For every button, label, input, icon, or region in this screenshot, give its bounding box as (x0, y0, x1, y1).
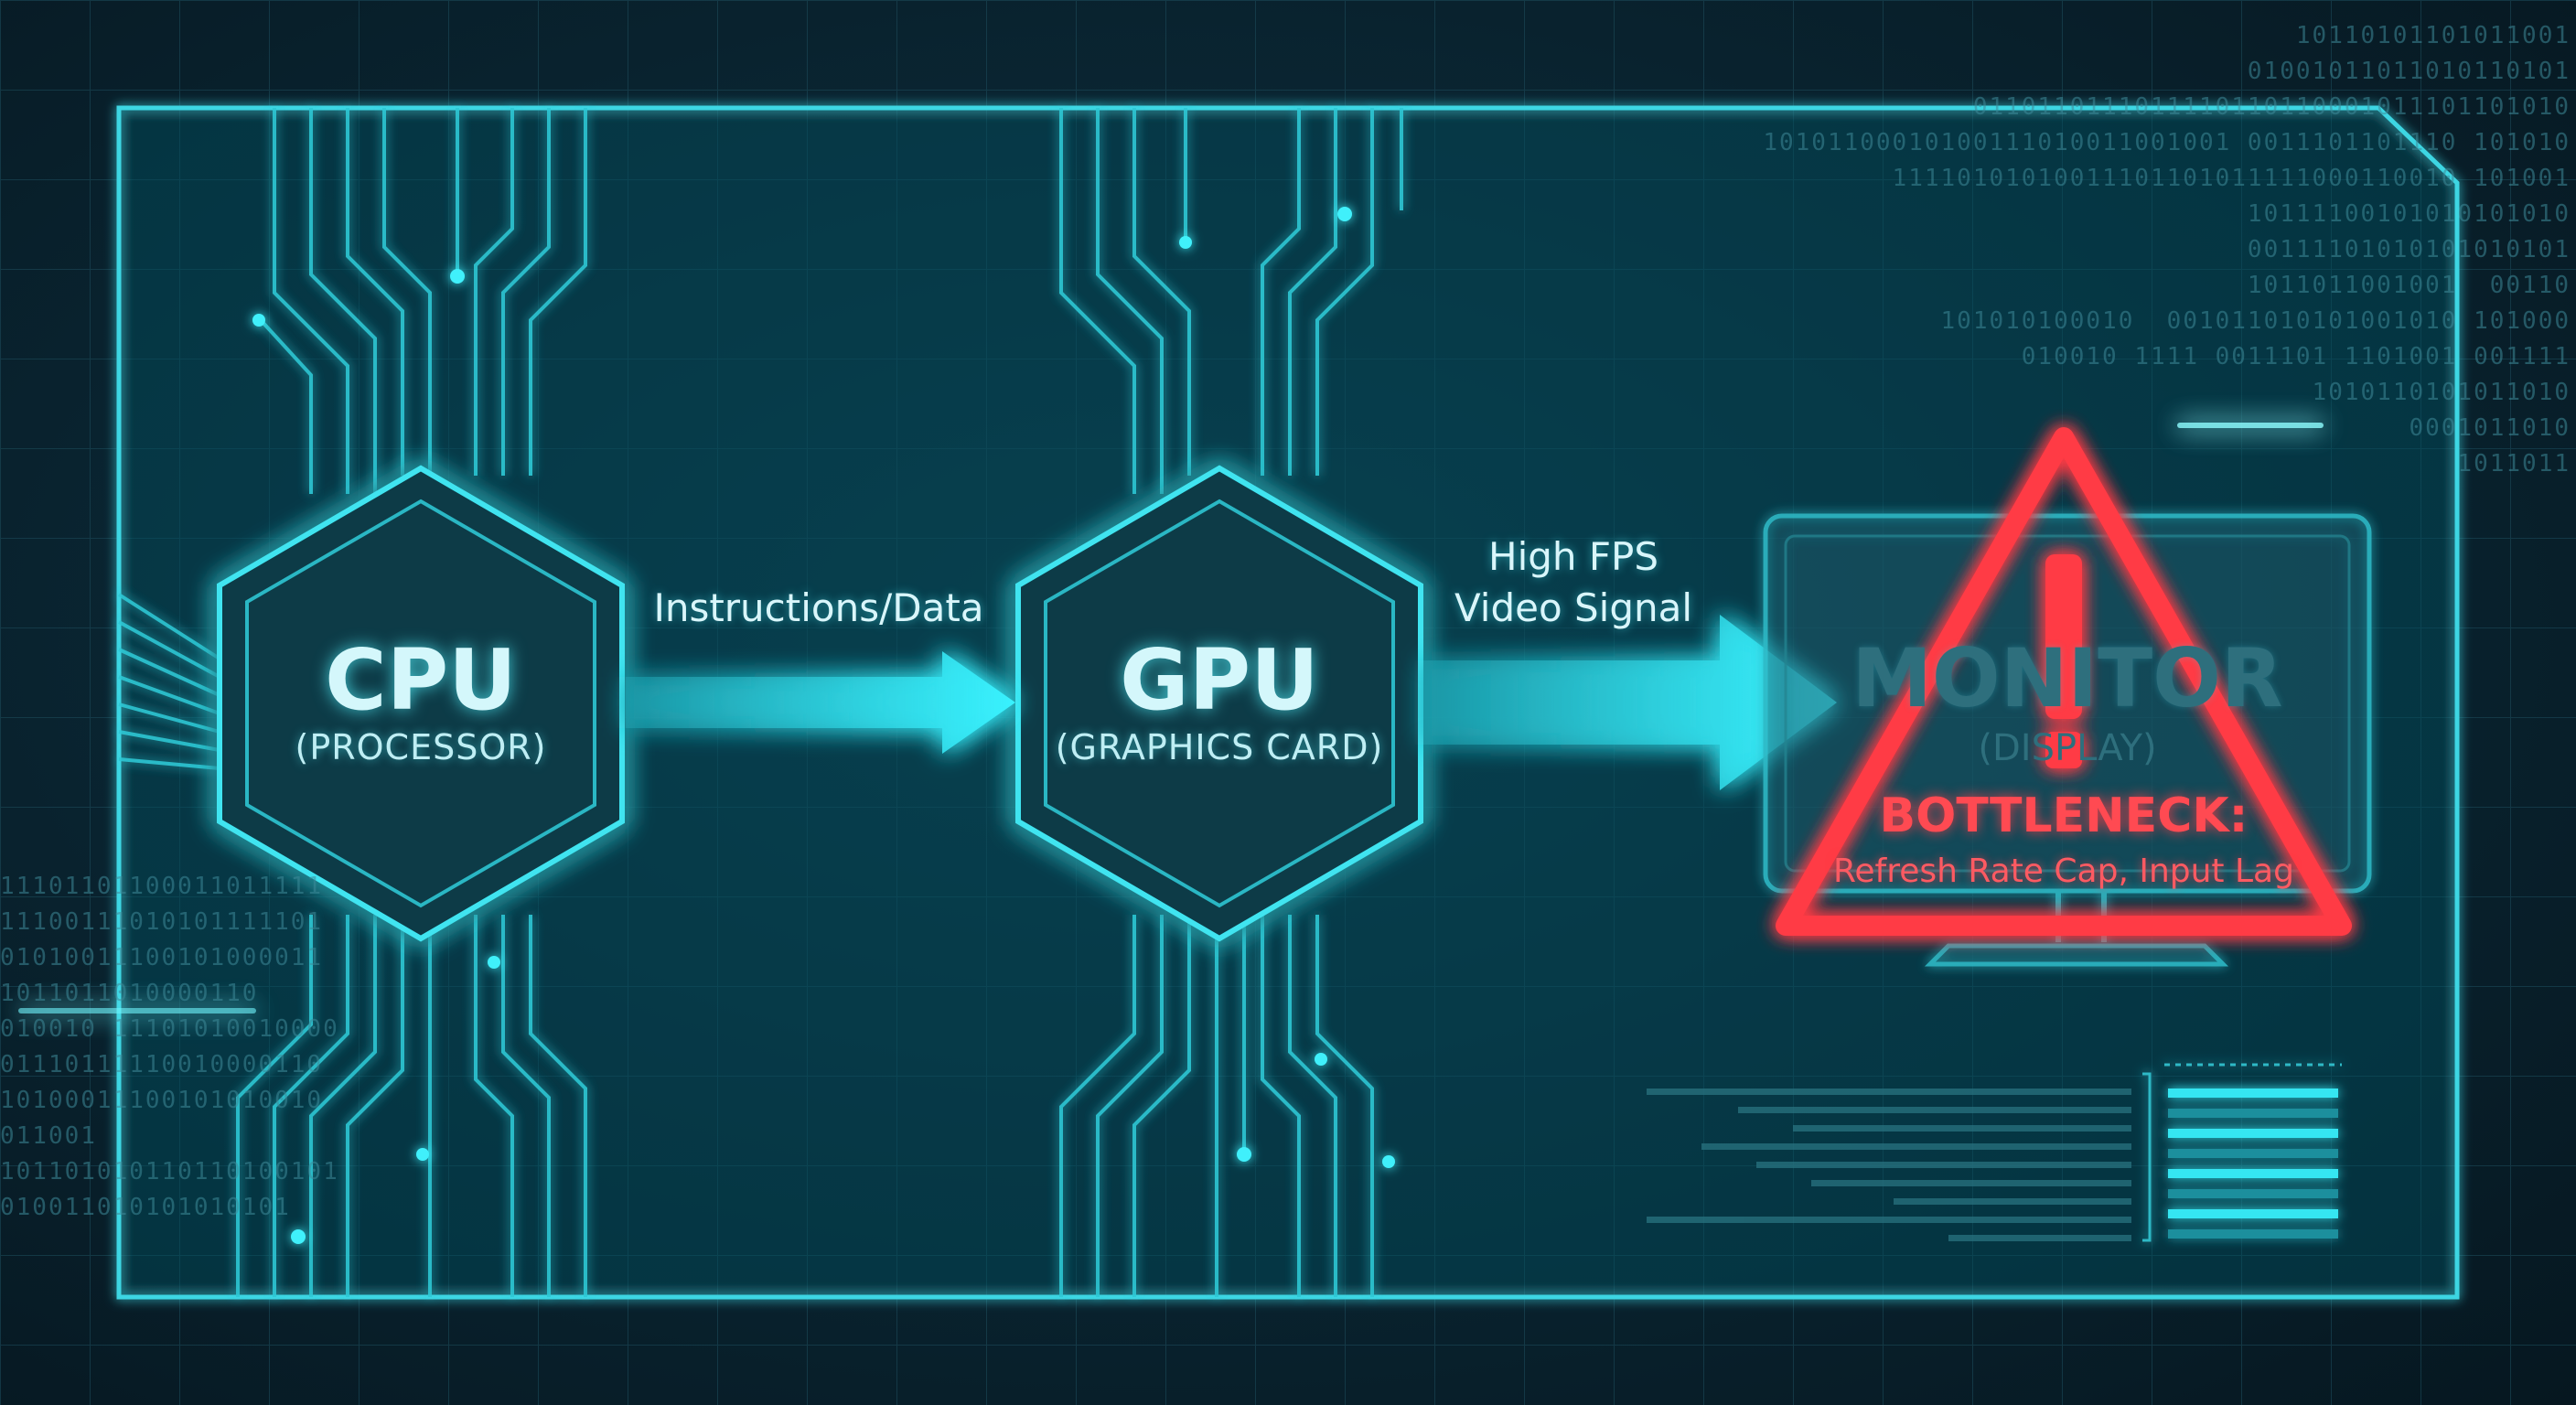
monitor-title: MONITOR (1852, 631, 2283, 725)
binary-line: 01010011100101000011 (0, 944, 324, 971)
monitor-subtitle: (DISPLAY) (1978, 727, 2157, 769)
binary-line: 1011011010000110 (0, 980, 259, 1007)
gpu-circuit-traces (1059, 108, 1403, 1297)
binary-line: 1010110101011010 (2312, 379, 2571, 406)
binary-line: 01110111110010000110 (0, 1051, 324, 1078)
bottleneck-detail: Refresh Rate Cap, Input Lag (1833, 853, 2294, 890)
gpu-circuit-nodes (1179, 207, 1395, 1168)
cpu-subtitle: (PROCESSOR) (295, 727, 547, 767)
binary-line: 10101100010100111010011001001 0011101101… (1763, 129, 2571, 156)
binary-line: 00111101010101010101 (2247, 236, 2571, 263)
binary-line: 101010100010 001011010101001010 101000 (1940, 307, 2571, 335)
binary-line: 10111100101010101010 (2247, 200, 2571, 228)
edge-label-gpu-monitor-line1: High FPS (1487, 534, 1659, 579)
cpu-circuit-nodes (252, 269, 500, 1244)
data-bars-panel (2142, 1063, 2342, 1242)
binary-line: 0001011010 (2409, 414, 2571, 442)
binary-text-bottom-left: 11101101100011011111 11100111010101111101… (0, 869, 732, 1217)
binary-line: 0110110111011110110110001011101101010 (1972, 93, 2571, 121)
binary-line: 010010 11101010010000 (0, 1015, 339, 1043)
data-lines-panel (1647, 1089, 2131, 1241)
binary-line: 010011010101010101 (0, 1194, 291, 1217)
binary-line: 10100011100101010010 (0, 1087, 324, 1114)
arrow-cpu-to-gpu (626, 651, 1015, 754)
arrow-gpu-to-monitor (1423, 615, 1837, 790)
binary-line: 1011011001001 00110 (2247, 272, 2571, 299)
edge-label-gpu-monitor-line2: Video Signal (1454, 585, 1693, 630)
binary-line: 01001011011010110101 (2247, 58, 2571, 85)
light-streaks (18, 423, 2324, 1014)
binary-text-top-right: 10110101101011001 01001011011010110101 011… (1619, 18, 2571, 585)
edge-label-cpu-gpu: Instructions/Data (653, 585, 984, 630)
binary-line: 11110101010011101101011111000110010 1010… (1892, 165, 2571, 192)
binary-line: 10110101101011001 (2295, 22, 2571, 49)
gpu-node-hexagon (1015, 465, 1423, 942)
bottleneck-title: BOTTLENECK: (1879, 788, 2249, 843)
binary-line: 101101010110110100101 (0, 1158, 339, 1185)
cpu-node-hexagon (217, 465, 625, 942)
cpu-title: CPU (325, 631, 517, 729)
binary-line: 010010 1111 0011101 1101001 001111 (2021, 343, 2571, 370)
binary-line: 11101101100011011111 (0, 873, 324, 900)
binary-line: 11100111010101111101 (0, 908, 324, 936)
gpu-title: GPU (1120, 631, 1319, 729)
binary-line: 1011011 (2457, 450, 2571, 477)
warning-triangle-icon (1776, 427, 2352, 936)
binary-line: 011001 (0, 1122, 97, 1150)
gpu-subtitle: (GRAPHICS CARD) (1055, 727, 1384, 767)
cpu-circuit-traces (117, 108, 587, 1297)
